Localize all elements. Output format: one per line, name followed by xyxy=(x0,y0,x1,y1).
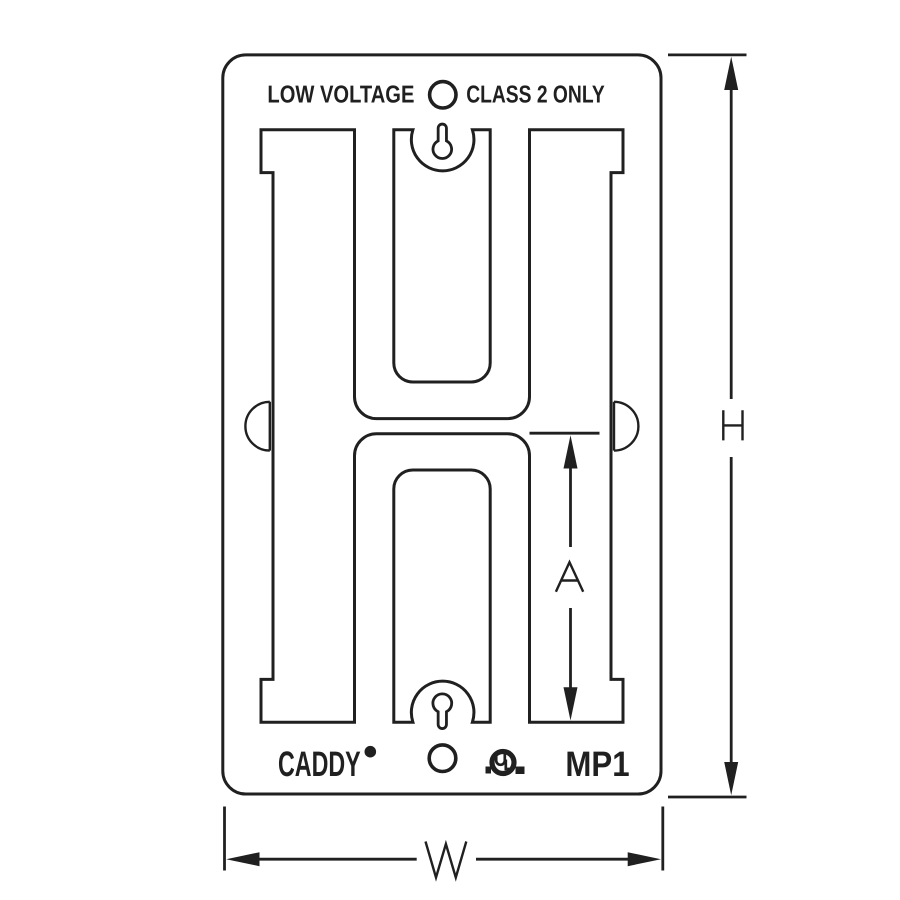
svg-text:CADDY: CADDY xyxy=(278,744,361,784)
svg-text:CLASS 2 ONLY: CLASS 2 ONLY xyxy=(466,82,605,109)
svg-text:MP1: MP1 xyxy=(565,744,629,784)
svg-text:LOW VOLTAGE: LOW VOLTAGE xyxy=(267,82,414,109)
